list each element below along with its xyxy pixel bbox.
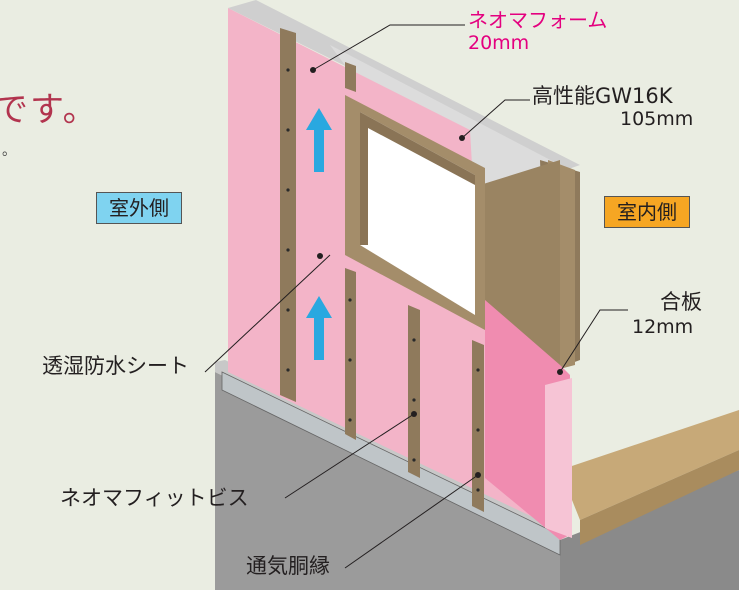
fit-screw-label: ネオマフィットビス bbox=[60, 486, 249, 510]
glasswool-thickness: 105mm bbox=[620, 108, 694, 130]
window-inner-shadow bbox=[360, 112, 475, 245]
glasswool-label: 高性能GW16K bbox=[532, 84, 673, 108]
furring-strip-3 bbox=[408, 305, 420, 478]
leader-lines bbox=[204, 24, 628, 569]
airflow-arrow-icon bbox=[306, 108, 332, 360]
flashing bbox=[221, 371, 561, 556]
screw-dots bbox=[286, 68, 480, 492]
heading-fragment: です。 bbox=[0, 90, 99, 130]
moisture-sheet-label: 透湿防水シート bbox=[42, 354, 189, 378]
plywood-thickness: 12mm bbox=[632, 316, 694, 338]
exterior-side-badge: 室外側 bbox=[96, 192, 182, 224]
interior-side-badge: 室内側 bbox=[604, 196, 690, 228]
furring-strip-1 bbox=[280, 28, 296, 402]
plywood-layer bbox=[480, 160, 560, 370]
floor-board bbox=[560, 410, 739, 520]
floor-board-edge bbox=[580, 450, 739, 545]
neoma-foam-interior bbox=[545, 378, 572, 538]
neoma-foam-label: ネオマフォーム bbox=[468, 8, 608, 32]
subtext-fragment: 。 bbox=[2, 143, 16, 159]
furring-strip-top bbox=[345, 62, 356, 92]
furring-strip-2 bbox=[345, 268, 356, 440]
furring-strip-4 bbox=[472, 340, 484, 512]
plywood-label: 合板 bbox=[660, 290, 702, 314]
furring-label: 通気胴縁 bbox=[246, 554, 330, 578]
neoma-foam-thickness: 20mm bbox=[468, 32, 530, 54]
leader-dots bbox=[310, 67, 563, 478]
foundation-right bbox=[560, 470, 739, 590]
